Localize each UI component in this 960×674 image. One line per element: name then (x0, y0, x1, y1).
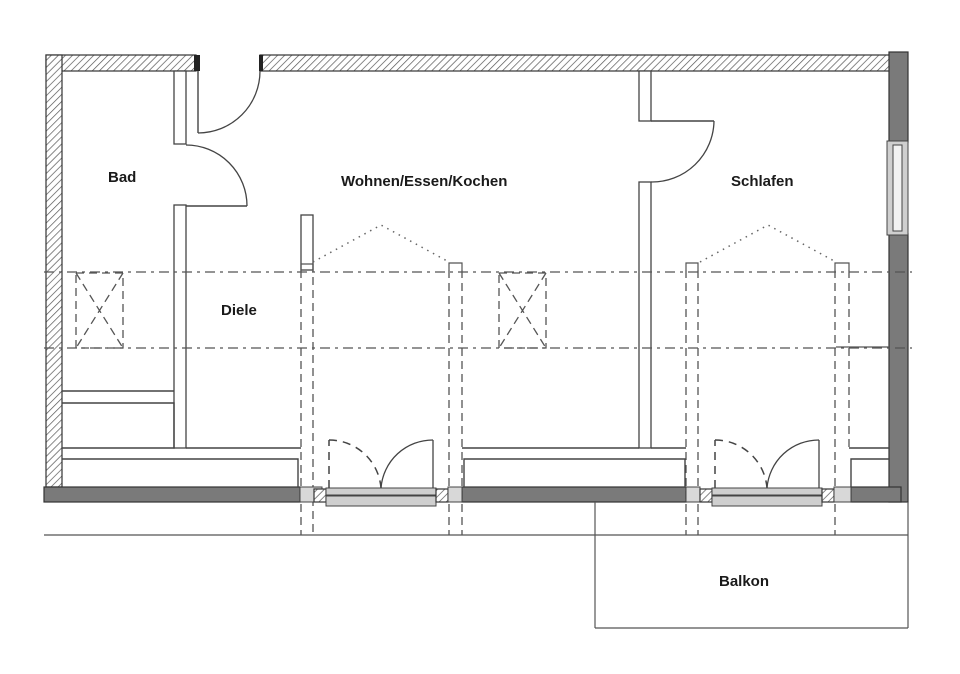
built-ins (62, 390, 889, 487)
bottom-wall-2 (461, 486, 687, 503)
sill-3 (850, 458, 889, 487)
door-jamb-left (194, 55, 200, 71)
top-wall-left (45, 54, 197, 72)
dw-3-cap (685, 262, 699, 270)
door-1-swing-l (328, 439, 382, 489)
door-2-swing-l (714, 439, 768, 489)
sill-1 (62, 458, 299, 487)
exterior-lines (44, 346, 909, 629)
opening-x-1b (75, 272, 124, 349)
schlafen-wall-upper (638, 70, 652, 122)
dw-4-cap (834, 262, 850, 270)
jamb-2l-hatch (699, 488, 713, 503)
jamb-2r-hatch (821, 488, 835, 503)
jamb-2l (685, 486, 701, 503)
opening-x-2b (498, 272, 547, 349)
opening-box-1 (75, 272, 124, 349)
exterior-walls (43, 51, 909, 503)
bad-shelf (62, 402, 175, 449)
door-2-swing-r (766, 439, 820, 489)
balcony-door-2 (685, 439, 852, 507)
door-1-frame (325, 487, 437, 496)
axis-lines (44, 271, 912, 349)
jamb-1l-hatch (313, 488, 327, 503)
dw-2-cap (448, 262, 463, 270)
dormer-2 (699, 224, 837, 263)
room-label-schlafen: Schlafen (731, 173, 794, 190)
balcony-door-1 (299, 439, 463, 507)
room-label-diele: Diele (221, 302, 257, 319)
bad-partitions (173, 70, 248, 449)
door-1-swing-r (380, 439, 434, 489)
room-labels: Bad Wohnen/Essen/Kochen Schlafen Diele B… (108, 169, 794, 590)
bottom-wall-1 (43, 486, 301, 503)
door-2-frame (711, 487, 823, 496)
jamb-2r (833, 486, 852, 503)
jamb-1r-hatch (435, 488, 449, 503)
left-wall (45, 54, 63, 488)
room-label-bad: Bad (108, 169, 136, 186)
schlafen-door-swing (650, 120, 715, 183)
room-label-balkon: Balkon (719, 573, 769, 590)
diele-pillar (300, 214, 314, 271)
dormer-lines (312, 224, 837, 263)
room-label-wohnen: Wohnen/Essen/Kochen (341, 173, 507, 190)
sill-2 (463, 458, 686, 487)
openings (75, 272, 547, 349)
door-swing (197, 70, 261, 134)
bad-door-swing (185, 144, 248, 207)
door-1-sill (325, 495, 437, 507)
top-wall-right (259, 54, 891, 72)
schlafen-wall-lower (638, 181, 652, 449)
dormer-1 (312, 224, 450, 263)
right-wall-lower (888, 233, 909, 503)
bad-wall-lower (173, 204, 187, 449)
opening-box-2 (498, 272, 547, 349)
door-2-sill (711, 495, 823, 507)
door-jamb-right (259, 55, 263, 71)
schlafen-partition (638, 70, 715, 449)
right-window-pane (892, 144, 903, 232)
bottom-wall-3 (850, 486, 902, 503)
bad-wall-upper (173, 70, 187, 145)
dw-1-cap (300, 263, 313, 270)
entrance-door (194, 55, 263, 134)
jamb-1r (447, 486, 463, 503)
right-wall-upper (888, 51, 909, 143)
